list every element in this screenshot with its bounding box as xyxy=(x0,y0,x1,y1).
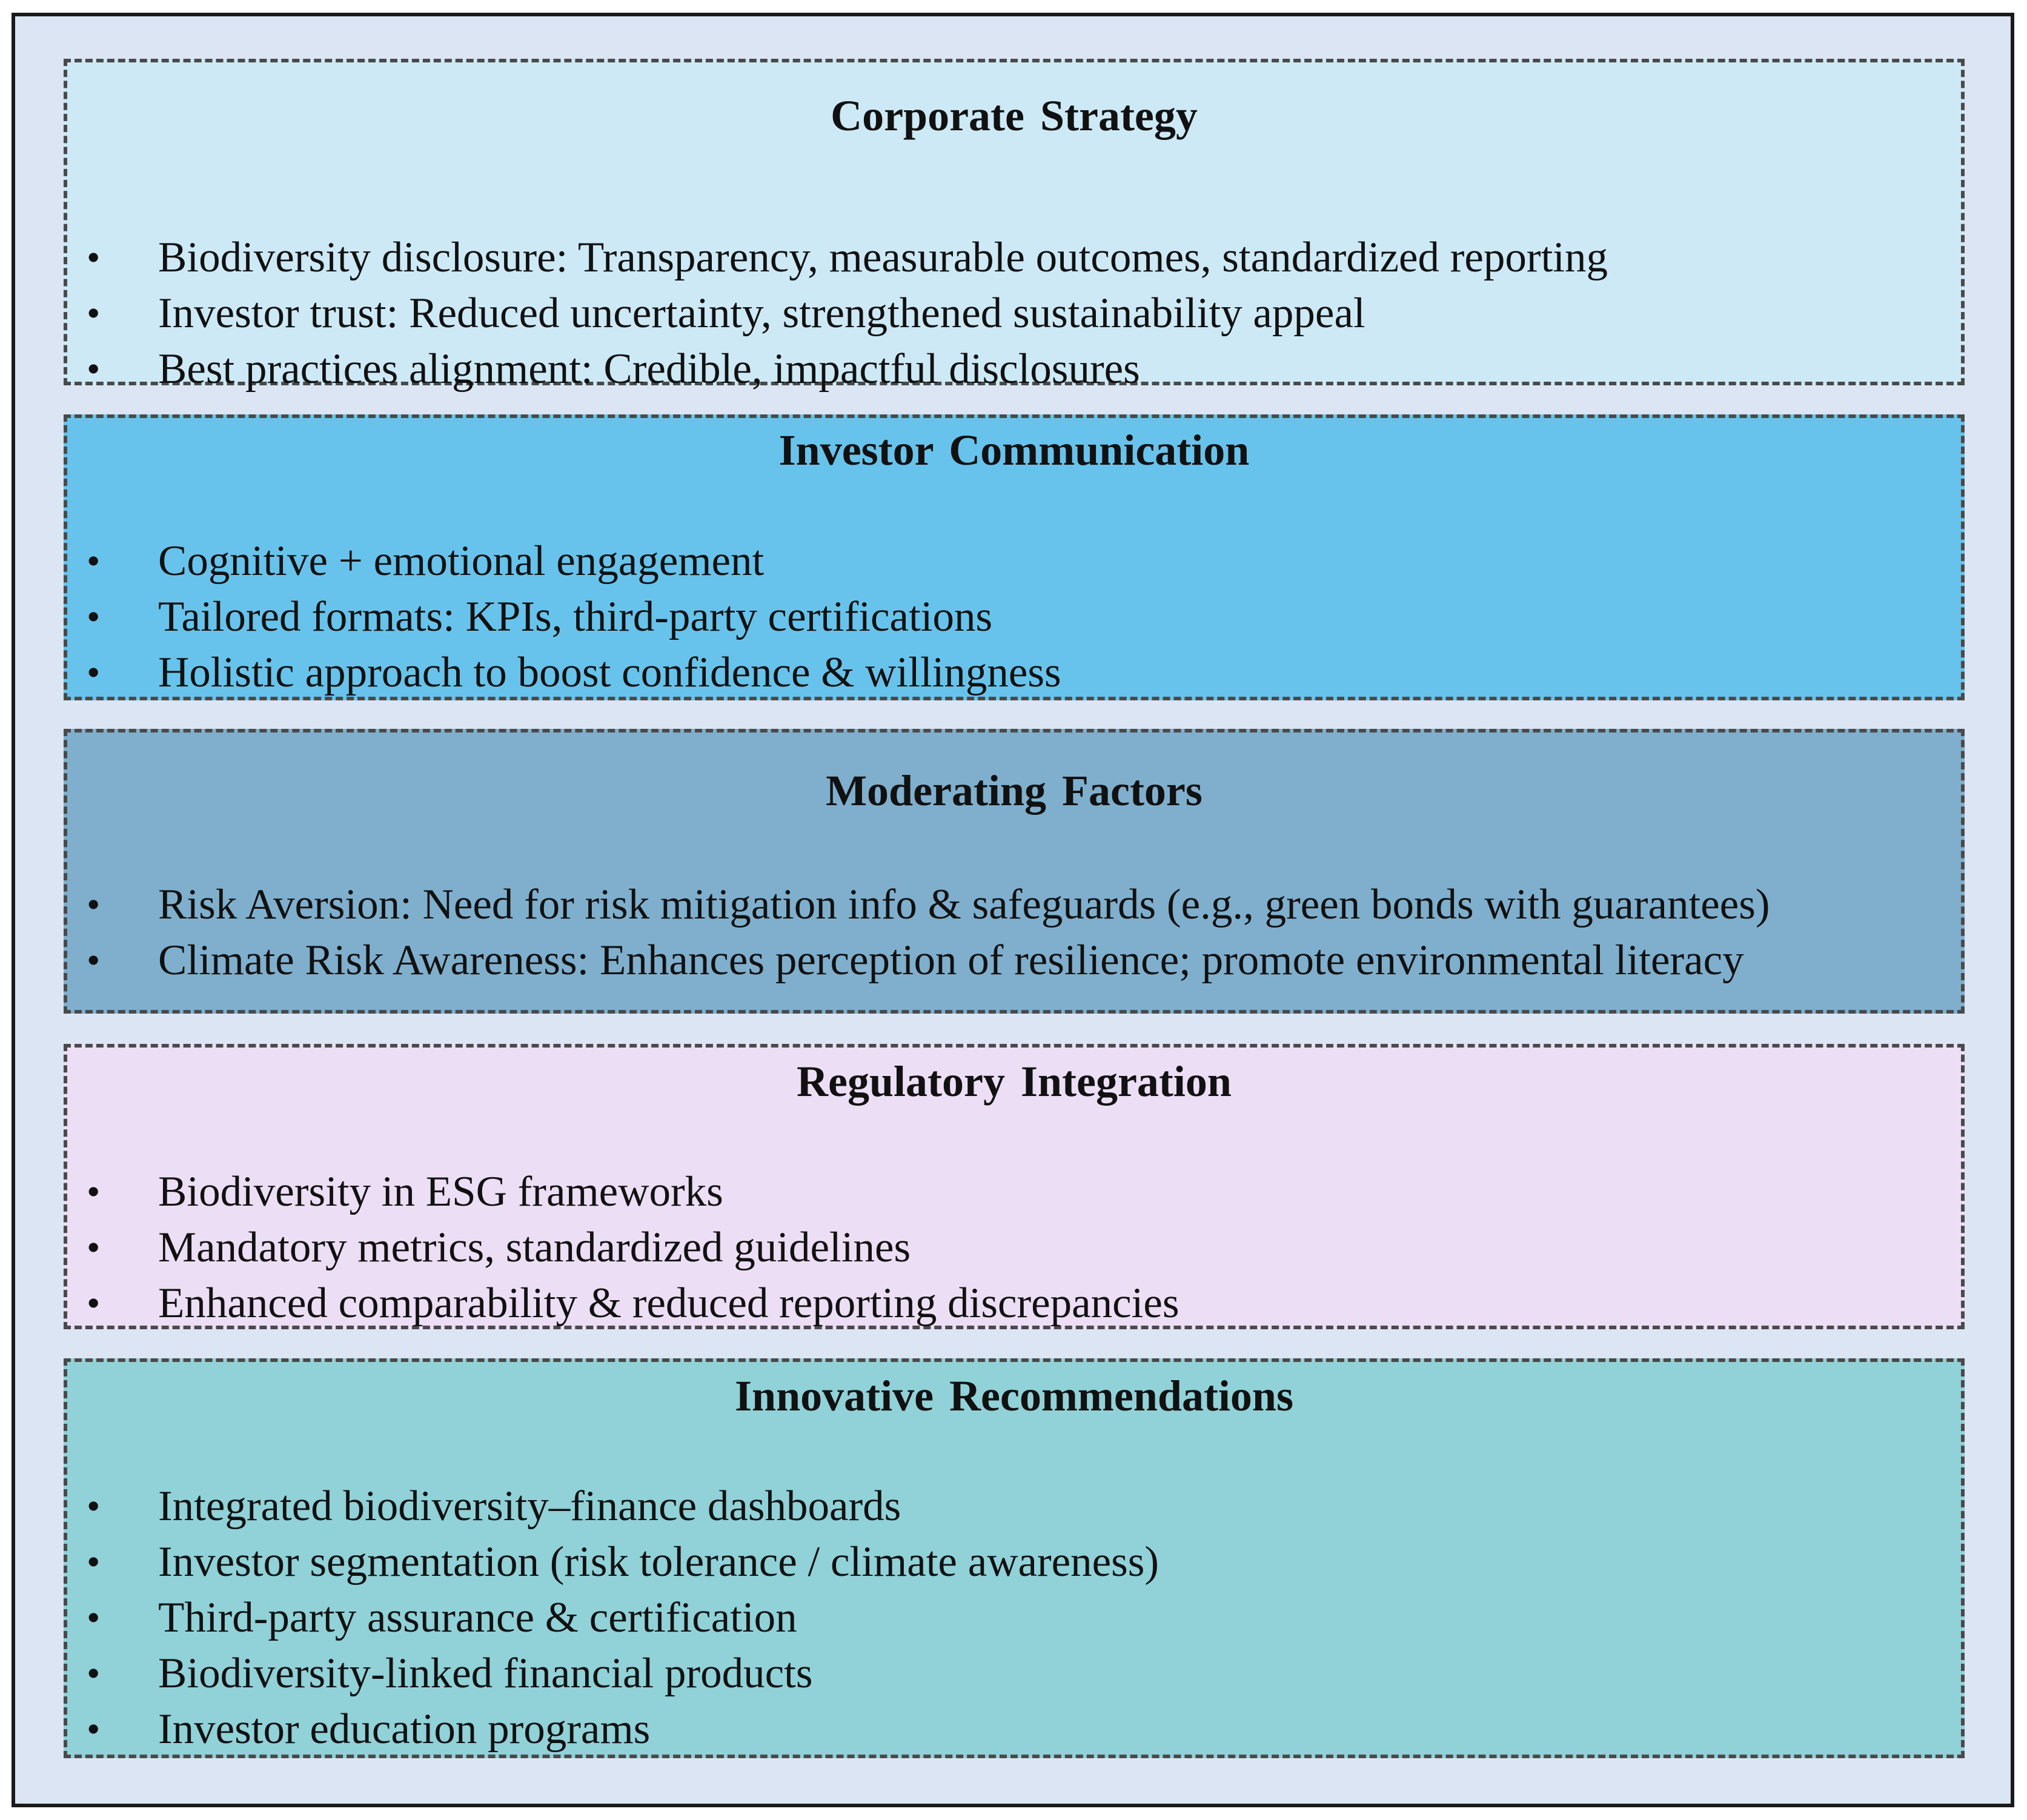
panel-title: Innovative Recommendations xyxy=(735,1372,1293,1420)
list-item: • Risk Aversion: Need for risk mitigation… xyxy=(67,877,1961,932)
panel-investor-communication: Investor Communication • Cognitive + emot… xyxy=(64,414,1965,700)
list-item: • Investor segmentation (risk tolerance /… xyxy=(67,1534,1961,1590)
list-item: • Biodiversity-linked financial products xyxy=(67,1646,1961,1701)
bullet-text: Holistic approach to boost confidence & … xyxy=(158,649,1061,696)
list-item: • Biodiversity in ESG frameworks xyxy=(67,1164,1961,1220)
bullet-text: Cognitive + emotional engagement xyxy=(158,537,765,585)
bullet-marker: • xyxy=(87,539,101,582)
bullet-list: • Risk Aversion: Need for risk mitigation… xyxy=(67,877,1961,988)
bullet-marker: • xyxy=(87,1484,101,1527)
bullet-text: Mandatory metrics, standardized guidelin… xyxy=(158,1224,911,1271)
panel-innovative-recommendations: Innovative Recommendations • Integrated b… xyxy=(64,1358,1965,1758)
list-item: • Tailored formats: KPIs, third-party cer… xyxy=(67,589,1961,645)
list-item: • Mandatory metrics, standardized guideli… xyxy=(67,1220,1961,1275)
bullet-text: Biodiversity-linked financial products xyxy=(158,1650,813,1697)
bullet-text: Enhanced comparability & reduced reporti… xyxy=(158,1280,1179,1327)
panel-corporate-strategy: Corporate Strategy • Biodiversity disclos… xyxy=(64,59,1965,393)
bullet-marker: • xyxy=(87,883,101,926)
bullet-marker: • xyxy=(87,1281,101,1324)
bullet-text: Tailored formats: KPIs, third-party cert… xyxy=(158,593,993,640)
bullet-marker: • xyxy=(87,1707,101,1750)
panel-title: Regulatory Integration xyxy=(797,1057,1232,1106)
list-item: • Investor education programs xyxy=(67,1701,1961,1757)
bullet-marker: • xyxy=(87,291,101,334)
bullet-list: • Integrated biodiversity–finance dashboa… xyxy=(67,1478,1961,1757)
bullet-text: Biodiversity in ESG frameworks xyxy=(158,1168,723,1215)
bullet-text: Investor education programs xyxy=(158,1705,651,1753)
list-item: • Third-party assurance & certification xyxy=(67,1590,1961,1646)
list-item: • Enhanced comparability & reduced report… xyxy=(67,1275,1961,1331)
panel-title: Moderating Factors xyxy=(826,766,1203,815)
panel-title: Corporate Strategy xyxy=(831,91,1198,140)
bullet-marker: • xyxy=(87,1170,101,1213)
list-item: • Integrated biodiversity–finance dashboa… xyxy=(67,1478,1961,1534)
bullet-marker: • xyxy=(87,1540,101,1583)
bullet-text: Investor segmentation (risk tolerance / … xyxy=(158,1538,1159,1586)
bullet-list: • Biodiversity in ESG frameworks • Mandato… xyxy=(67,1164,1961,1331)
bullet-marker: • xyxy=(87,651,101,694)
panel-title: Investor Communication xyxy=(778,426,1250,474)
bullet-marker: • xyxy=(87,1596,101,1639)
bullet-marker: • xyxy=(87,1226,101,1269)
bullet-text: Integrated biodiversity–finance dashboar… xyxy=(158,1483,901,1530)
bullet-marker: • xyxy=(87,595,101,638)
panel-moderating-factors: Moderating Factors • Risk Aversion: Need … xyxy=(64,729,1965,1014)
list-item: • Investor trust: Reduced uncertainty, st… xyxy=(67,285,1961,341)
bullet-list: • Biodiversity disclosure: Transparency, … xyxy=(67,230,1961,397)
bullet-text: Climate Risk Awareness: Enhances percept… xyxy=(158,937,1744,984)
bullet-text: Biodiversity disclosure: Transparency, m… xyxy=(158,234,1608,281)
panel-regulatory-integration: Regulatory Integration • Biodiversity in … xyxy=(64,1044,1965,1329)
bullet-list: • Cognitive + emotional engagement • Tailo… xyxy=(67,533,1961,700)
bullet-marker: • xyxy=(87,347,101,390)
list-item: • Biodiversity disclosure: Transparency, … xyxy=(67,230,1961,285)
bullet-text: Best practices alignment: Credible, impa… xyxy=(158,345,1140,393)
bullet-marker: • xyxy=(87,236,101,279)
bullet-text: Third-party assurance & certification xyxy=(158,1594,797,1641)
list-item: • Holistic approach to boost confidence &… xyxy=(67,645,1961,700)
bullet-text: Risk Aversion: Need for risk mitigation … xyxy=(158,881,1770,928)
list-item: • Climate Risk Awareness: Enhances percep… xyxy=(67,932,1961,988)
bullet-text: Investor trust: Reduced uncertainty, str… xyxy=(158,290,1365,337)
bullet-marker: • xyxy=(87,938,101,981)
list-item: • Cognitive + emotional engagement xyxy=(67,533,1961,589)
bullet-marker: • xyxy=(87,1652,101,1695)
list-item: • Best practices alignment: Credible, imp… xyxy=(67,341,1961,397)
